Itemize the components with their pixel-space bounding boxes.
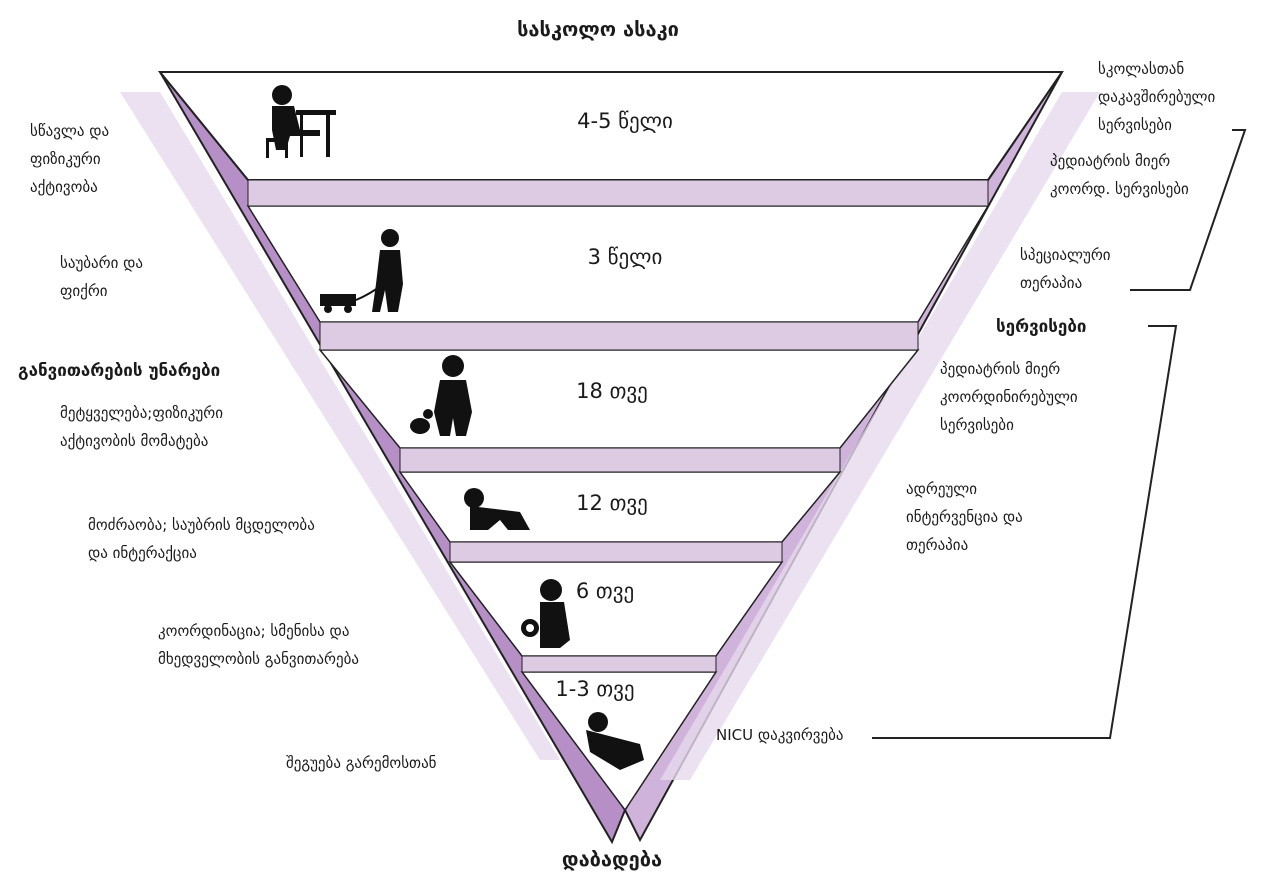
right-label-3: სპეციალური თერაპია bbox=[1020, 246, 1115, 292]
newborn-lying-icon bbox=[586, 712, 644, 770]
right-label-5: ადრეული ინტერვენცია და თერაპია bbox=[906, 480, 1028, 554]
right-label-2: პედიატრის მიერ კოორდ. სერვისები bbox=[1050, 152, 1189, 198]
right-header-services: სერვისები bbox=[996, 317, 1087, 337]
left-label-3: მეტყველება;ფიზიკური აქტივობის მომატება bbox=[60, 404, 228, 450]
left-label-4: მოძრაობა; საუბრის მცდელობა და ინტერაქცია bbox=[88, 516, 320, 562]
sitting-baby-with-ball-icon bbox=[521, 579, 570, 648]
age-label-3: 18 თვე bbox=[576, 379, 648, 403]
left-label-2: საუბარი და ფიქრი bbox=[60, 254, 148, 300]
right-label-1: სკოლასთან დაკავშირებული სერვისები bbox=[1098, 60, 1220, 134]
right-label-6: NICU დაკვირვება bbox=[716, 726, 844, 744]
title-school-age: სასკოლო ასაკი bbox=[517, 17, 679, 41]
left-header-skills: განვითარების უნარები bbox=[18, 361, 220, 381]
toddler-with-dog-icon bbox=[410, 355, 472, 436]
left-label-6: შეგუება გარემოსთან bbox=[286, 754, 437, 772]
shelf-band-3 bbox=[399, 447, 841, 473]
title-birth: დაბადება bbox=[562, 847, 662, 871]
age-label-2: 3 წელი bbox=[588, 245, 663, 269]
lower-services-bracket bbox=[872, 325, 1178, 739]
shelf-band-4 bbox=[449, 541, 783, 563]
age-label-1: 4-5 წელი bbox=[577, 109, 673, 133]
right-label-4: პედიატრის მიერ კოორდინირებული სერვისები bbox=[940, 360, 1082, 434]
left-shadow bbox=[120, 92, 560, 760]
right-shadow bbox=[660, 92, 1100, 780]
upper-services-bracket bbox=[1130, 129, 1247, 291]
crawling-baby-icon bbox=[464, 488, 530, 530]
shelf-band-1 bbox=[247, 179, 989, 207]
shelf-band-2 bbox=[319, 321, 919, 351]
left-label-5: კოორდინაცია; სმენისა და მხედველობის განვ… bbox=[158, 622, 359, 668]
age-label-5: 6 თვე bbox=[576, 579, 634, 603]
child-at-desk-icon bbox=[266, 85, 336, 158]
shelf-band-5 bbox=[521, 655, 717, 673]
toddler-with-toy-truck-icon bbox=[320, 229, 403, 313]
left-label-1: სწავლა და ფიზიკური აქტივობა bbox=[30, 122, 114, 196]
age-label-4: 12 თვე bbox=[576, 491, 648, 515]
age-label-6: 1-3 თვე bbox=[555, 677, 634, 701]
